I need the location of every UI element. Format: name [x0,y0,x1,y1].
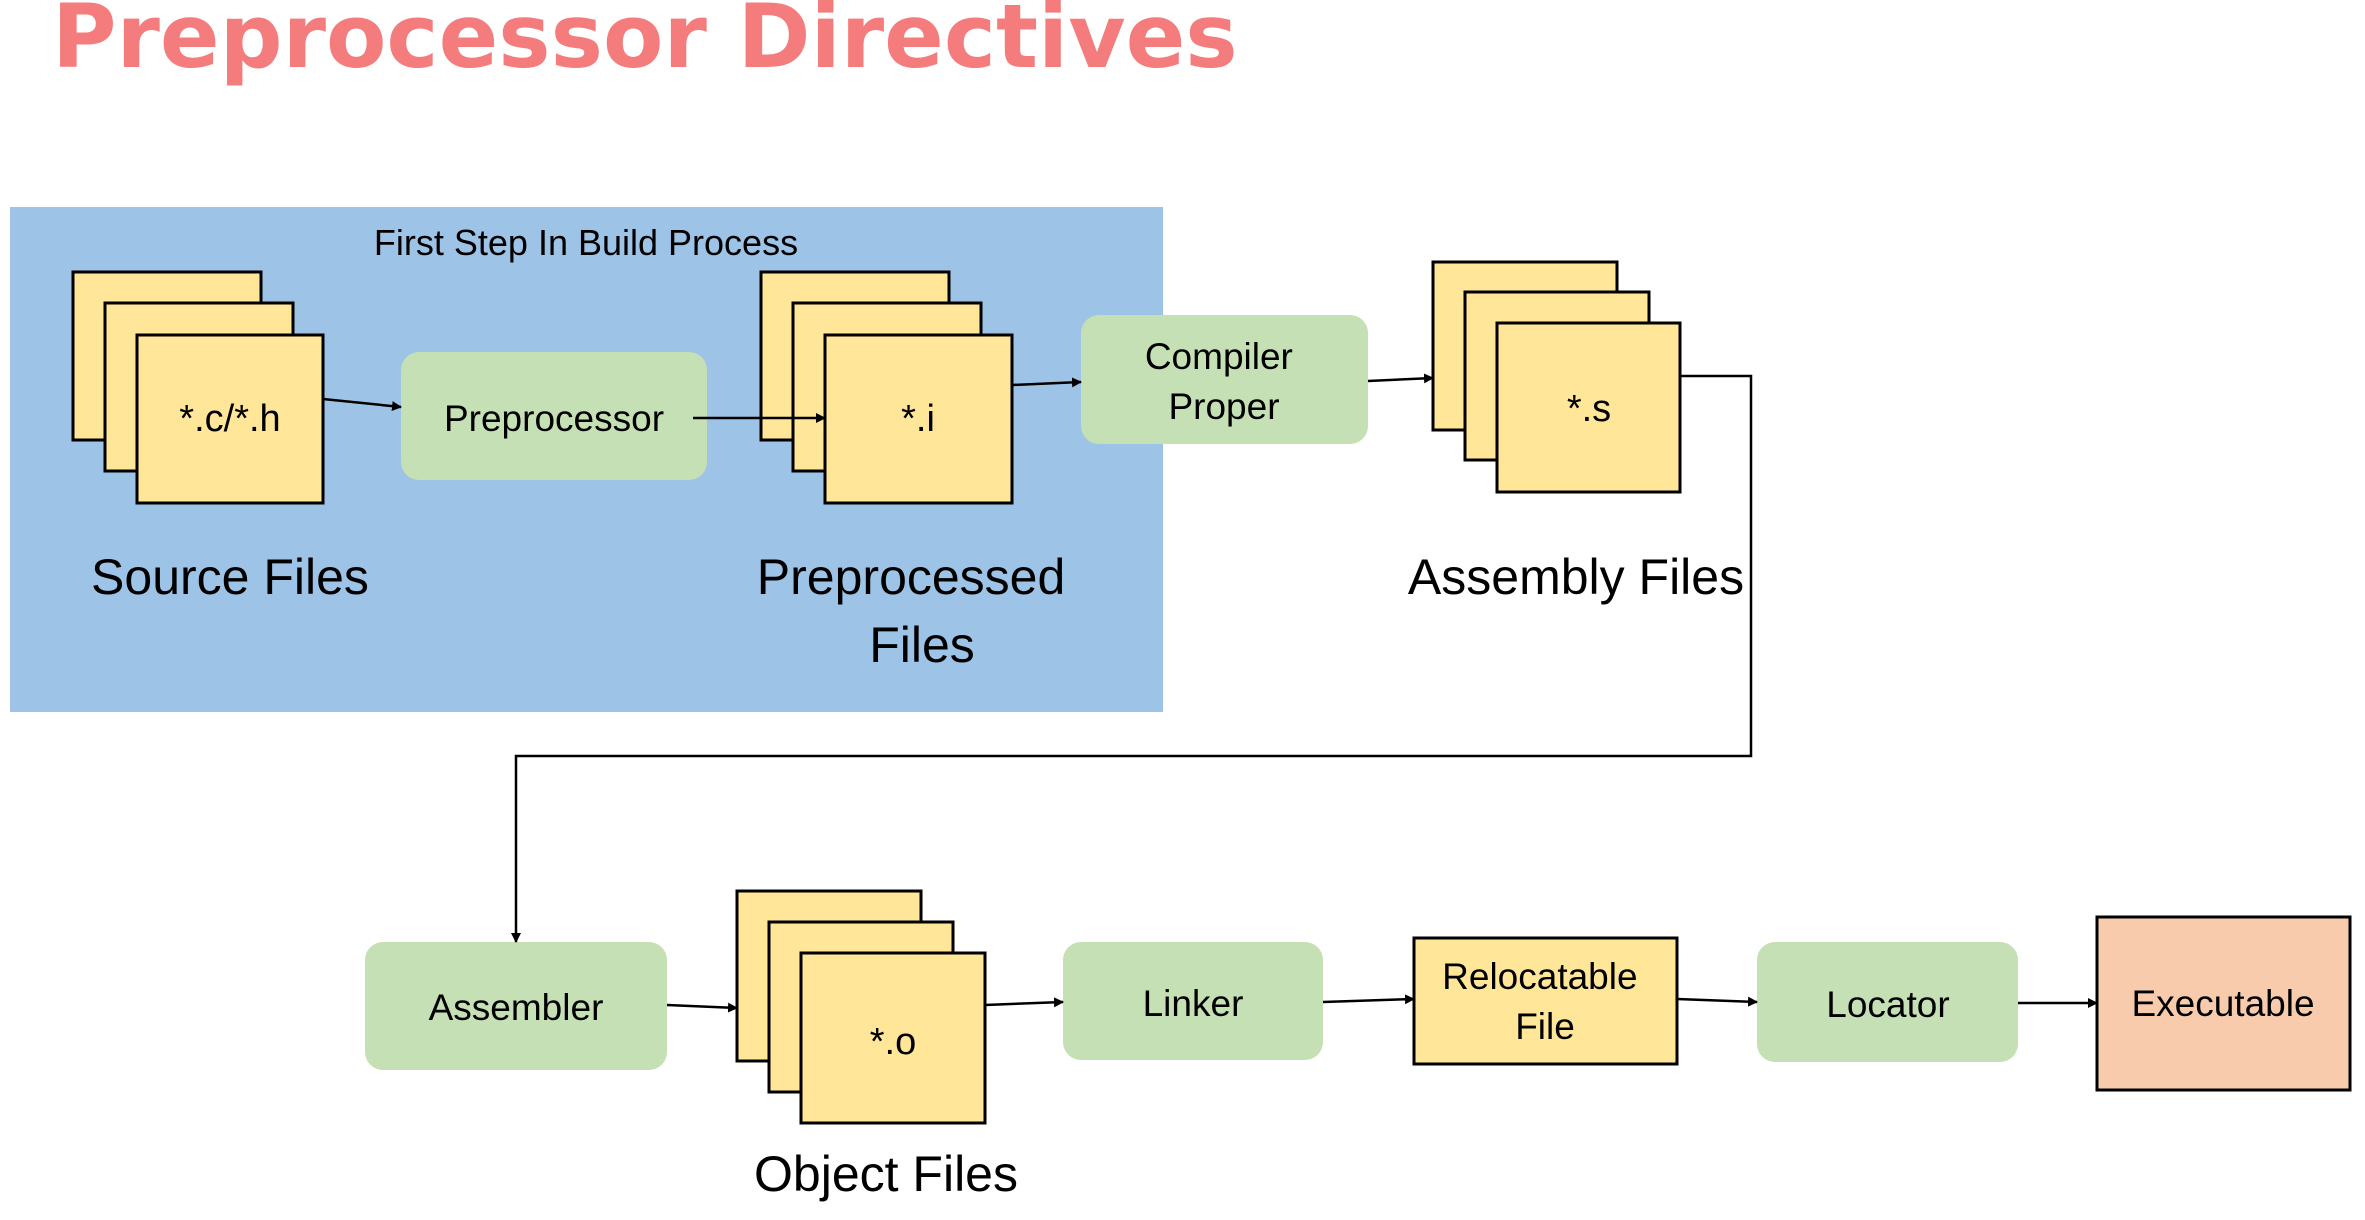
assembly-files-label: *.s [1567,388,1611,430]
process-box [1063,942,1323,1060]
source-files-stack: *.c/*.h [71,270,325,505]
arrow-preprocessed-to-compiler [1011,377,1082,388]
connectors [322,373,2098,1013]
arrow-object-to-linker [984,997,1064,1008]
executable-box [2095,915,2352,1092]
source-files-label: *.c/*.h [179,398,280,440]
process-box [1081,315,1368,444]
locator-label: Locator [1826,984,1949,1025]
object-files-caption: Object Files [754,1146,1018,1202]
relocatable-file: Relocatable File [1412,936,1679,1066]
compiler-proper-process: Compiler Proper [1081,315,1368,444]
arrow-compiler-to-assembly [1367,373,1434,384]
process-box [1757,942,2018,1062]
arrow-relocatable-to-locator [1676,996,1758,1007]
preprocessor-process: Preprocessor [401,352,707,480]
process-box [401,352,707,480]
linker-process: Linker [1063,942,1323,1060]
source-files-caption: Source Files [91,549,369,605]
locator-process: Locator [1757,942,2018,1062]
object-files-label: *.o [870,1021,916,1063]
file-page [1495,321,1682,494]
preprocessed-files-label: *.i [901,398,935,440]
group-title: First Step In Build Process [374,222,798,263]
assembly-files-stack: *.s [1431,260,1682,494]
preprocessed-files-stack: *.i [759,270,1014,505]
assembler-process: Assembler [365,942,667,1070]
arrow-source-to-preprocessor [322,397,402,412]
process-box [365,942,667,1070]
file-page [823,333,1014,505]
linker-label: Linker [1143,983,1244,1024]
arrow-assembler-to-object [666,1002,738,1013]
preprocessed-files-caption: Preprocessed Files [757,549,1079,673]
compiler-proper-label: Compiler Proper [1145,336,1303,427]
relocatable-file-label: Relocatable File [1442,956,1648,1047]
file-page [135,333,325,505]
arrow-assembly-to-assembler [511,374,1753,943]
arrow-linker-to-relocatable [1322,994,1415,1005]
assembly-files-caption: Assembly Files [1408,549,1744,605]
file-page [799,951,987,1125]
executable-label: Executable [2131,983,2314,1024]
executable-output: Executable [2095,915,2352,1092]
page-title: Preprocessor Directives [52,0,1238,88]
preprocessor-label: Preprocessor [444,398,664,439]
assembler-label: Assembler [429,987,604,1028]
object-files-stack: *.o [735,889,987,1125]
